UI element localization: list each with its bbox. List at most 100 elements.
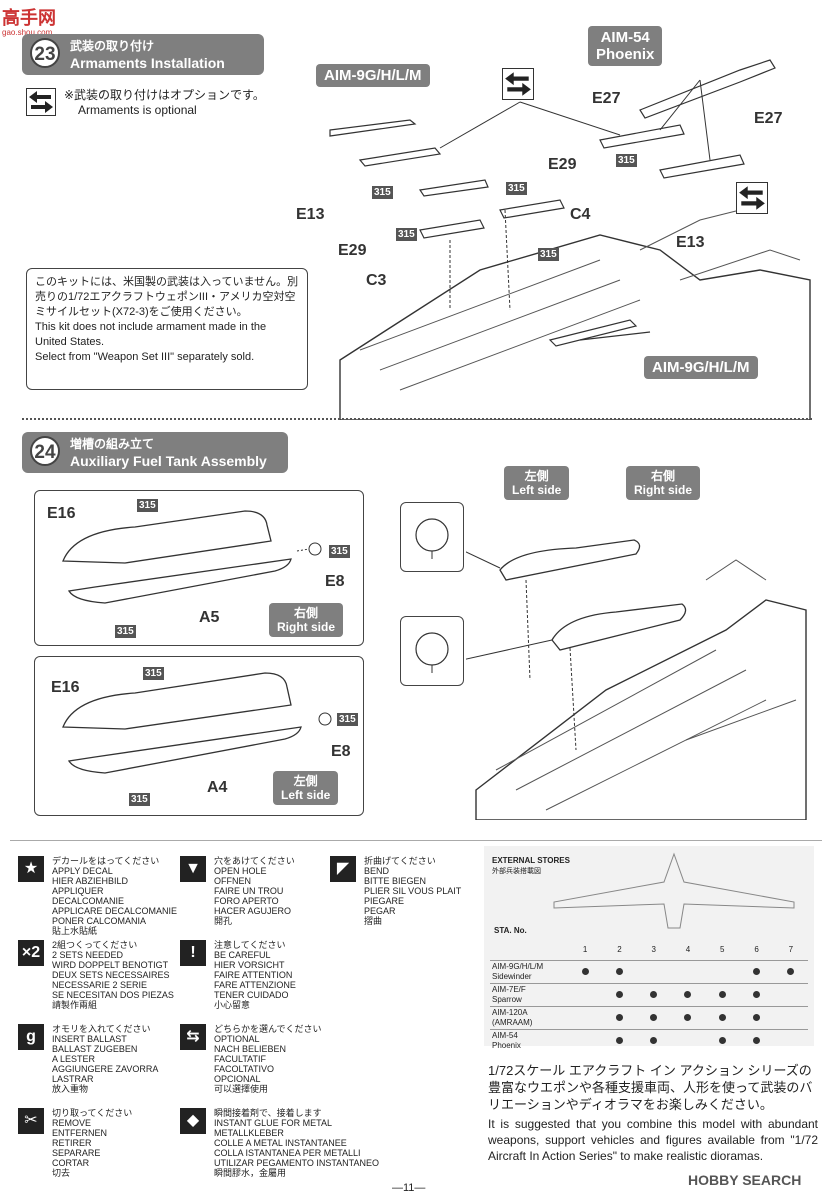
paint-315: 315 [372,186,393,199]
part-e13-right: E13 [676,234,705,251]
right-side-tag: 右側 Right side [269,603,344,637]
aim9-label-bottom: AIM-9G/H/L/M [644,356,758,379]
paint-315: 315 [616,154,637,167]
station-dot [615,1013,623,1021]
optional-icon [26,88,56,116]
station-dot [684,1013,692,1021]
star-icon: ★ [18,856,44,882]
station-dot [650,1013,658,1021]
left-side-tag: 左側 Left side [273,771,339,805]
bend-icon: ◤ [330,856,356,882]
legend-divider [10,840,822,841]
station-dot [753,1013,761,1021]
legend-ballast: g オモリを入れてください INSERT BALLAST BALLAST ZUG… [18,1024,178,1094]
part-a5: A5 [199,609,220,626]
store-name: AIM-7E/F Sparrow [490,983,568,1007]
detail-view-right [400,616,464,686]
part-e13-left: E13 [296,206,325,223]
cut-icon: ✂ [18,1108,44,1134]
station-dot [615,990,623,998]
paint-315: 315 [396,228,417,241]
stores-subtitle: 外部兵装搭載図 [492,868,541,875]
legend-instant-glue: ◆ 瞬間接着剤で、接着します INSTANT GLUE FOR METAL ME… [180,1108,400,1178]
section-divider [22,418,812,420]
paint-315: 315 [506,182,527,195]
station-dot [615,1036,623,1044]
part-e27-left: E27 [592,90,621,107]
station-dot [718,1036,726,1044]
symbol-legend: ★ デカールをはってください APPLY DECAL HIER ABZIEHBI… [18,856,488,1186]
page-number: —11— [392,1182,426,1194]
aim54-label: AIM-54 Phoenix [588,26,663,66]
legend-optional: ⇆ どちらかを選んでください OPTIONAL NACH BELIEBEN FA… [180,1024,340,1094]
store-name: AIM-120A (AMRAAM) [490,1006,568,1030]
paint-315: 315 [538,248,559,261]
legend-two-sets: ×2 2組つくってください 2 SETS NEEDED WIRD DOPPELT… [18,940,178,1010]
step-23-title-en: Armaments Installation [70,55,225,71]
drill-icon: ▼ [180,856,206,882]
promo-en: It is suggested that you combine this mo… [488,1117,818,1163]
legend-be-careful: ! 注意してください BE CAREFUL HIER VORSICHT FAIR… [180,940,340,1010]
armament-drawing [329,59,811,420]
part-c4: C4 [570,206,591,223]
paint-315: 315 [329,545,350,558]
x2-icon: ×2 [18,940,44,966]
step-24-title-jp: 増槽の組み立て [70,437,155,451]
optional-note: ※武装の取り付けはオプションです。 Armaments is optional [64,88,265,117]
part-e8: E8 [325,573,345,590]
tank-left-frame: E16 A4 E8 315 315 315 左側 Left side [34,656,364,816]
part-e16: E16 [47,505,76,522]
external-stores-panel: EXTERNAL STORES 外部兵装搭載図 STA. No. 1 2 3 4… [484,846,814,1052]
part-c3: C3 [366,272,387,289]
step-23-number: 23 [30,38,60,68]
paint-315: 315 [129,793,150,806]
stores-row: AIM-54 Phoenix [490,1029,808,1052]
stores-row: AIM-7E/F Sparrow [490,983,808,1007]
part-e16: E16 [51,679,80,696]
station-dot [753,1036,761,1044]
legend-open-hole: ▼ 穴をあけてください OPEN HOLE OFFNEN FAIRE UN TR… [180,856,340,926]
aircraft-topview [553,852,795,929]
callout-left-side: 左側 Left side [504,466,570,500]
aircraft-tank-drawing [466,539,807,820]
paint-315: 315 [137,499,158,512]
station-dot [615,967,623,975]
part-e29-top: E29 [548,156,577,173]
paint-315: 315 [337,713,358,726]
part-e27-right: E27 [754,110,783,127]
optional-icon: ⇆ [180,1024,206,1050]
optional-icon [736,182,768,214]
step-24-banner: 増槽の組み立て Auxiliary Fuel Tank Assembly 24 [22,432,288,473]
glue-icon: ◆ [180,1108,206,1134]
optional-icon [502,68,534,100]
stores-row: AIM-9G/H/L/M Sidewinder [490,960,808,984]
station-dot [753,967,761,975]
stores-title: EXTERNAL STORES [492,856,570,865]
station-dot [684,990,692,998]
store-name: AIM-54 Phoenix [490,1029,568,1052]
stores-row: AIM-120A (AMRAAM) [490,1006,808,1030]
aim9-missile-top [329,119,417,137]
ballast-icon: g [18,1024,44,1050]
tank-right-frame: E16 A5 E8 315 315 315 右側 Right side [34,490,364,646]
station-dot [650,990,658,998]
store-name: AIM-9G/H/L/M Sidewinder [490,960,568,984]
part-e29-left: E29 [338,242,367,259]
station-dot [787,967,795,975]
legend-decal: ★ デカールをはってください APPLY DECAL HIER ABZIEHBI… [18,856,178,936]
part-e8: E8 [331,743,351,760]
armament-notice: このキットには、米国製の武装は入っていません。別売りの1/72エアクラフトウェポ… [26,268,308,390]
aim9-label-top: AIM-9G/H/L/M [316,64,430,87]
step-23-banner: 武装の取り付け Armaments Installation 23 [22,34,264,75]
station-dot [753,990,761,998]
caution-icon: ! [180,940,206,966]
callout-right-side: 右側 Right side [626,466,701,500]
step-24-number: 24 [30,436,60,466]
promo-jp: 1/72スケール エアクラフト イン アクション シリーズの豊富なウエポンや各種… [488,1063,813,1112]
station-dot [718,990,726,998]
detail-view-left [400,502,464,572]
part-a4: A4 [207,779,228,796]
sta-label: STA. No. [494,926,527,935]
